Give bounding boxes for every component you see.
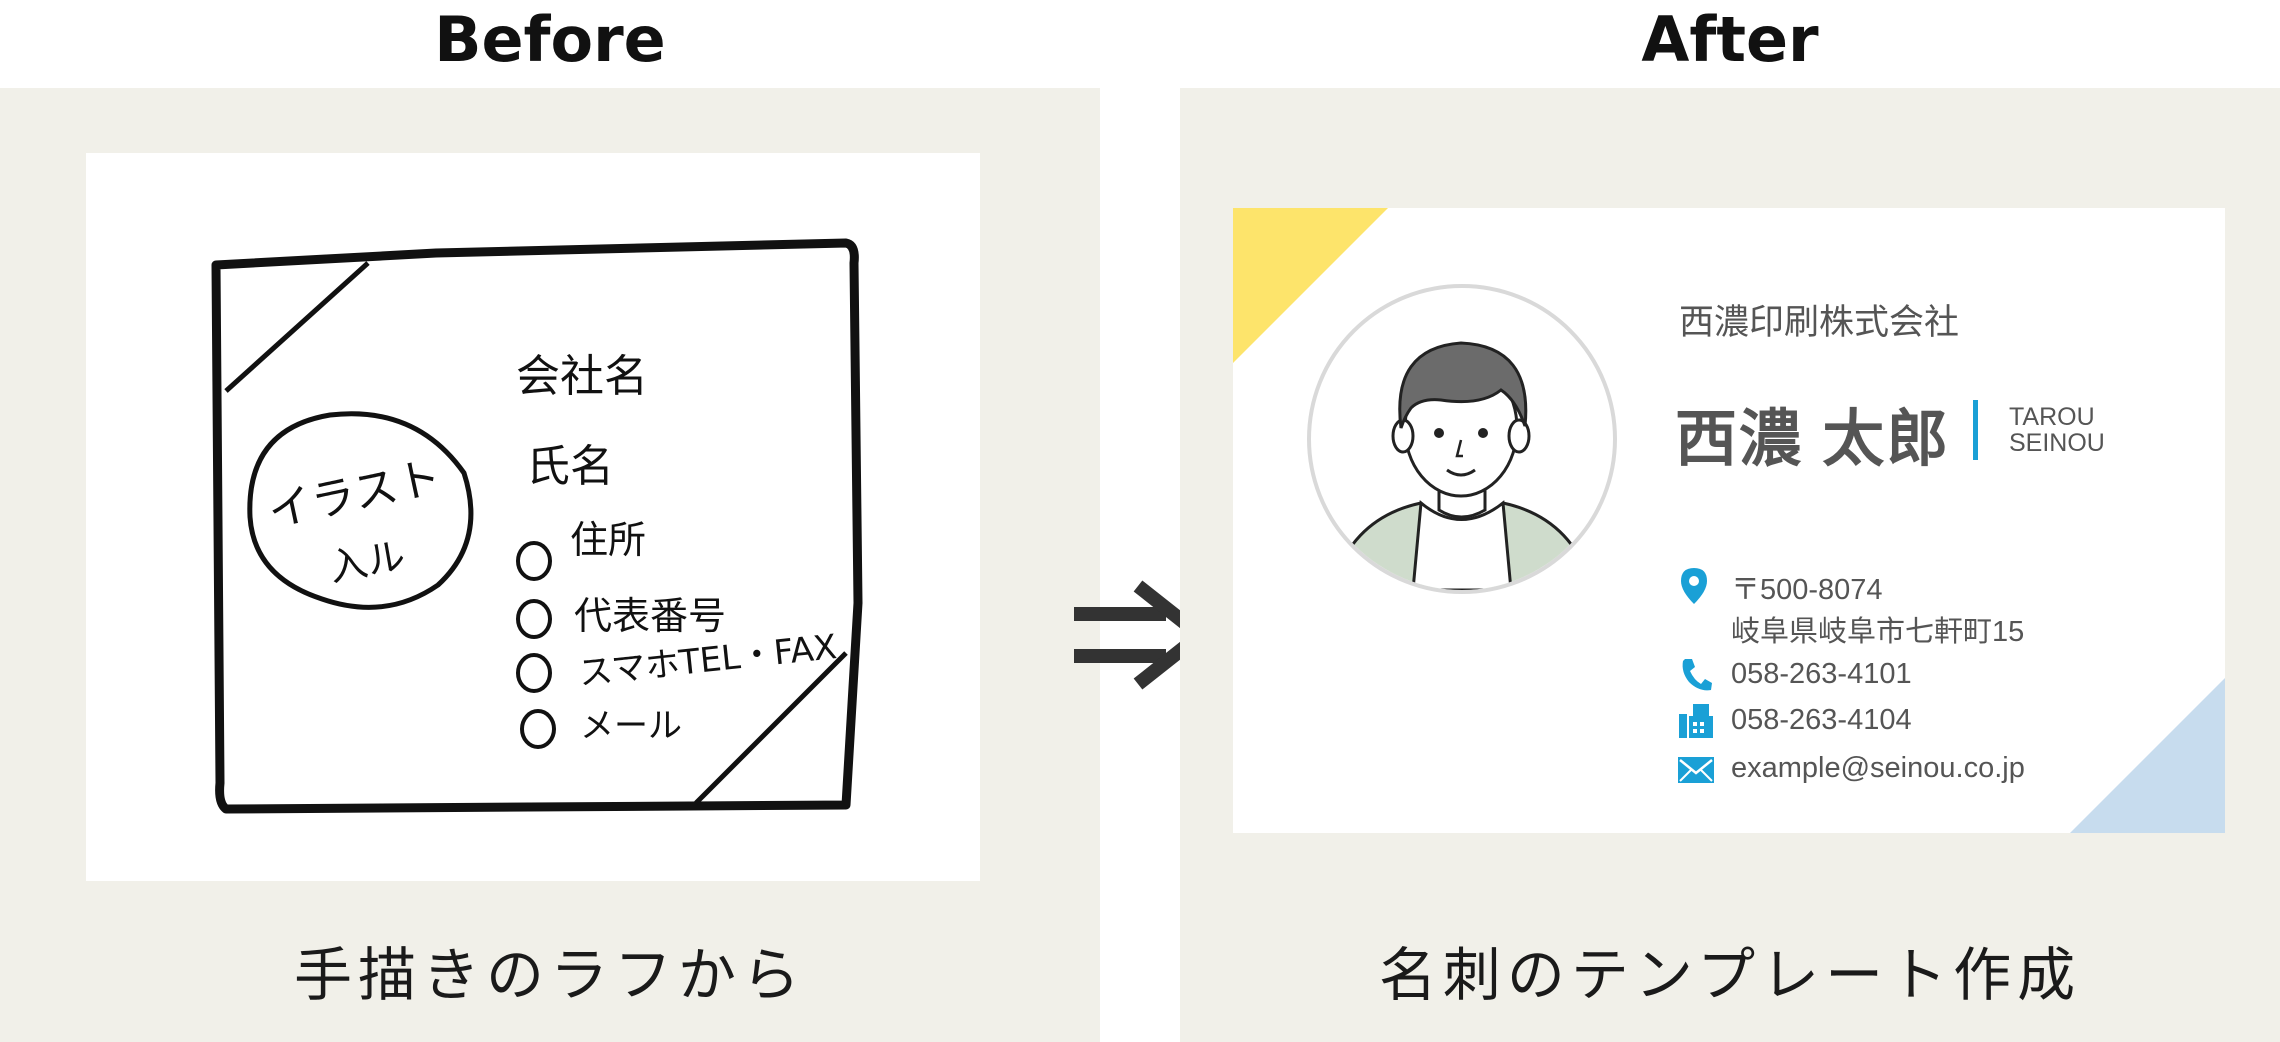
mail-icon	[1678, 757, 1714, 783]
business-card: 西濃印刷株式会社 西濃 太郎 TAROU SEINOU 〒500-8074 岐阜…	[1233, 208, 2225, 833]
sketch-item: 代表番号	[574, 594, 726, 638]
sketch-item: 住所	[570, 518, 646, 562]
sketch-frame	[211, 238, 863, 814]
sketch-company-label: 会社名	[516, 351, 648, 402]
name-roman-last: SEINOU	[2009, 429, 2105, 457]
sketch-bullet	[516, 541, 552, 581]
hand-drawn-sketch: イラスト 入ル 会社名 氏名 住所 代表番号 スマホTEL・FAX メール	[86, 153, 980, 881]
fax-icon	[1679, 704, 1713, 738]
before-panel: イラスト 入ル 会社名 氏名 住所 代表番号 スマホTEL・FAX メール 手描…	[0, 88, 1100, 1042]
name-roman-first: TAROU	[2009, 403, 2095, 431]
email-address: example@seinou.co.jp	[1731, 752, 2025, 784]
yellow-corner-triangle	[1233, 208, 1388, 363]
before-caption: 手描きのラフから	[293, 941, 806, 1009]
after-heading: After	[1641, 3, 1819, 76]
blue-corner-triangle	[2070, 678, 2225, 833]
after-caption: 名刺のテンプレート作成	[1378, 941, 2082, 1009]
company-name: 西濃印刷株式会社	[1679, 303, 1960, 342]
sketch-illustration-label-1: イラスト	[264, 451, 446, 537]
postal-code: 〒500-8074	[1731, 574, 1883, 606]
person-illustration	[1329, 341, 1595, 590]
sketch-illustration-label-2: 入ル	[326, 533, 409, 590]
sketch-bullet	[516, 653, 552, 693]
address: 岐阜県岐阜市七軒町15	[1731, 616, 2025, 648]
phone-number: 058-263-4101	[1731, 658, 1912, 690]
person-name: 西濃 太郎	[1675, 405, 1951, 474]
name-divider	[1973, 400, 1978, 460]
sketch-name-label: 氏名	[526, 441, 614, 492]
sketch-corner-bottom-right	[694, 651, 848, 805]
sketch-bullet	[520, 709, 556, 749]
before-heading: Before	[434, 3, 666, 76]
phone-icon	[1682, 659, 1712, 691]
sketch-corner-top-left	[224, 261, 370, 393]
fax-number: 058-263-4104	[1731, 704, 1912, 736]
avatar	[1307, 284, 1617, 594]
sketch-drawing: イラスト 入ル 会社名 氏名 住所 代表番号 スマホTEL・FAX メール	[211, 238, 863, 814]
sketch-bullet	[516, 599, 552, 639]
after-panel: 西濃印刷株式会社 西濃 太郎 TAROU SEINOU 〒500-8074 岐阜…	[1180, 88, 2280, 1042]
sketch-illustration-circle	[247, 411, 474, 610]
location-pin-icon	[1681, 568, 1707, 604]
sketch-item: メール	[580, 706, 682, 746]
